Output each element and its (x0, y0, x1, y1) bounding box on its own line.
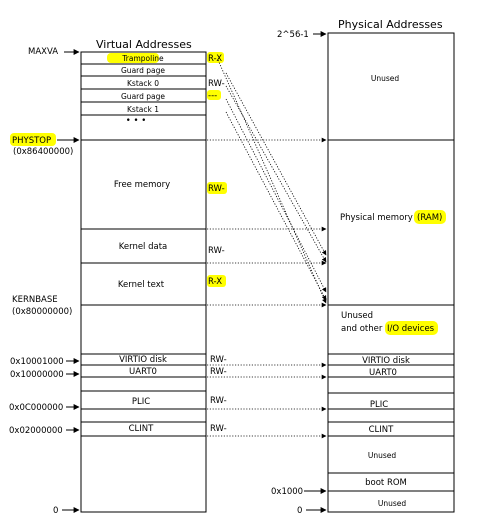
addr-clint: 0x02000000 (9, 426, 63, 436)
addr-uart: 0x10000000 (10, 370, 64, 380)
perm-kernel-data: RW- (208, 246, 225, 256)
region-guard-page: Guard page (121, 92, 165, 101)
virtual-column-box (80, 51, 207, 513)
addr-plic: 0x0C000000 (9, 403, 63, 413)
region-plic: PLIC (132, 397, 150, 407)
phys-other: and other (341, 324, 383, 334)
perm-plic: RW- (210, 396, 227, 406)
phys-unused-top: Unused (371, 74, 400, 83)
addr-maxva: MAXVA (28, 47, 58, 57)
perm-kernel-text: R-X (208, 277, 222, 287)
region-free-memory: Free memory (114, 180, 170, 190)
phys-plic: PLIC (370, 400, 388, 410)
phys-boot-rom: boot ROM (365, 478, 407, 488)
perm-clint: RW- (210, 424, 227, 434)
phys-unused-mid: Unused (368, 451, 397, 460)
perm-uart: RW- (210, 367, 227, 377)
map-kstack-1-b (225, 111, 327, 301)
phys-clint: CLINT (369, 425, 395, 435)
phys-uart0: UART0 (369, 368, 397, 378)
physical-address-labels: 2^56-1 0x1000 0 (271, 30, 327, 516)
virtual-address-labels: MAXVA PHYSTOP (0x86400000) KERNBASE (0x8… (9, 47, 80, 516)
region-guard-page: Guard page (121, 66, 165, 75)
perm-virtio: RW- (210, 355, 227, 365)
region-trampoline: Trampoline (121, 54, 164, 63)
physical-column: Unused Physical memory (RAM) Unused and … (327, 32, 455, 513)
phys-ram-label: Physical memory (340, 213, 413, 223)
permission-labels: R-X RW- --- RW- RW- R-X RW- RW- RW- RW- (207, 52, 227, 434)
addr-kernbase-value: (0x80000000) (12, 307, 72, 317)
phys-virtio-disk: VIRTIO disk (362, 356, 410, 366)
addr-zero: 0 (53, 506, 58, 516)
addr-phystop-value: (0x86400000) (13, 147, 73, 157)
addr-phystop: PHYSTOP (12, 136, 51, 146)
perm-trampoline: R-X (208, 54, 222, 64)
virtual-title: Virtual Addresses (96, 38, 192, 51)
phys-unused-io: Unused (341, 311, 373, 321)
perm-guard-page: --- (208, 91, 217, 101)
mapping-arrows (207, 59, 327, 439)
map-kstack-0-b (225, 85, 327, 263)
region-virtio-disk: VIRTIO disk (119, 355, 167, 365)
map-trampoline (217, 59, 327, 304)
virtual-column: Trampoline Guard page Kstack 0 Guard pag… (80, 51, 207, 513)
phys-addr-zero: 0 (297, 506, 302, 516)
region-kernel-text: Kernel text (118, 280, 165, 290)
ellipsis: • • • (126, 116, 146, 126)
map-kstack-0-a (225, 72, 327, 256)
trampoline-highlight (107, 53, 159, 63)
physical-column-box (327, 32, 455, 513)
phys-ram-tag: (RAM) (417, 213, 442, 223)
phys-io-devices: I/O devices (387, 324, 435, 334)
region-kstack-0: Kstack 0 (127, 79, 159, 88)
perm-kstack-0: RW- (208, 79, 225, 89)
region-kernel-data: Kernel data (119, 242, 168, 252)
region-kstack-1: Kstack 1 (127, 105, 159, 114)
physical-title: Physical Addresses (338, 18, 443, 31)
phys-unused-bottom: Unused (378, 499, 407, 508)
region-uart0: UART0 (129, 367, 157, 377)
region-clint: CLINT (129, 424, 155, 434)
addr-kernbase: KERNBASE (12, 295, 58, 305)
perm-free-memory: RW- (208, 184, 225, 194)
phys-addr-boot: 0x1000 (271, 487, 303, 497)
addr-virtio: 0x10001000 (10, 357, 64, 367)
phys-addr-top: 2^56-1 (277, 30, 309, 40)
